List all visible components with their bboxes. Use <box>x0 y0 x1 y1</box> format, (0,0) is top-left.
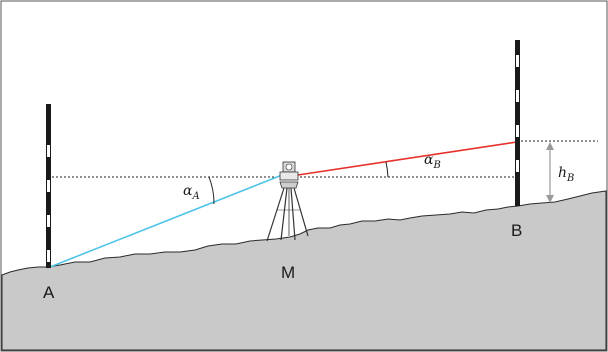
ground-profile <box>1 190 607 351</box>
alpha-b-label: αB <box>424 152 441 171</box>
angle-arc-a <box>208 176 215 205</box>
theodolite-tripod <box>266 161 309 242</box>
point-b-label: B <box>511 221 522 240</box>
leveling-staff-a <box>46 104 51 268</box>
height-b-label: hB <box>558 165 574 184</box>
sight-line-to-a <box>49 174 283 268</box>
height-dimension <box>546 142 554 203</box>
leveling-staff-b <box>515 40 520 206</box>
alpha-a-label: αA <box>183 183 200 202</box>
point-m-label: M <box>281 263 295 282</box>
point-a-label: A <box>43 283 55 302</box>
angle-arc-b <box>385 161 389 178</box>
sight-line-to-b <box>297 141 518 176</box>
